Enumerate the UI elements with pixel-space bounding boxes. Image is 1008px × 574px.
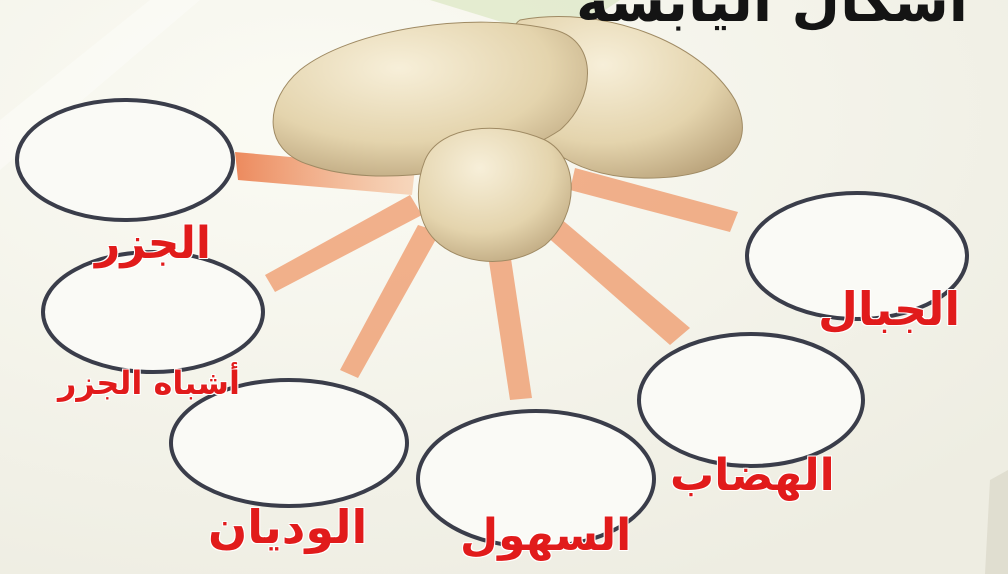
label-islands: الجزر xyxy=(95,218,211,269)
label-plateaus: الهضاب xyxy=(670,450,835,501)
label-valleys: الوديان xyxy=(208,500,367,554)
label-plains: السهول xyxy=(460,510,631,561)
oval-islands xyxy=(17,100,233,220)
oval-peninsulas xyxy=(43,252,263,372)
label-peninsulas: أشباه الجزر xyxy=(58,364,240,402)
rock-front xyxy=(418,128,571,261)
label-mountains: الجبال xyxy=(818,282,960,336)
diagram-title: اشكال اليابسة xyxy=(576,0,968,35)
oval-plateaus xyxy=(639,334,863,466)
